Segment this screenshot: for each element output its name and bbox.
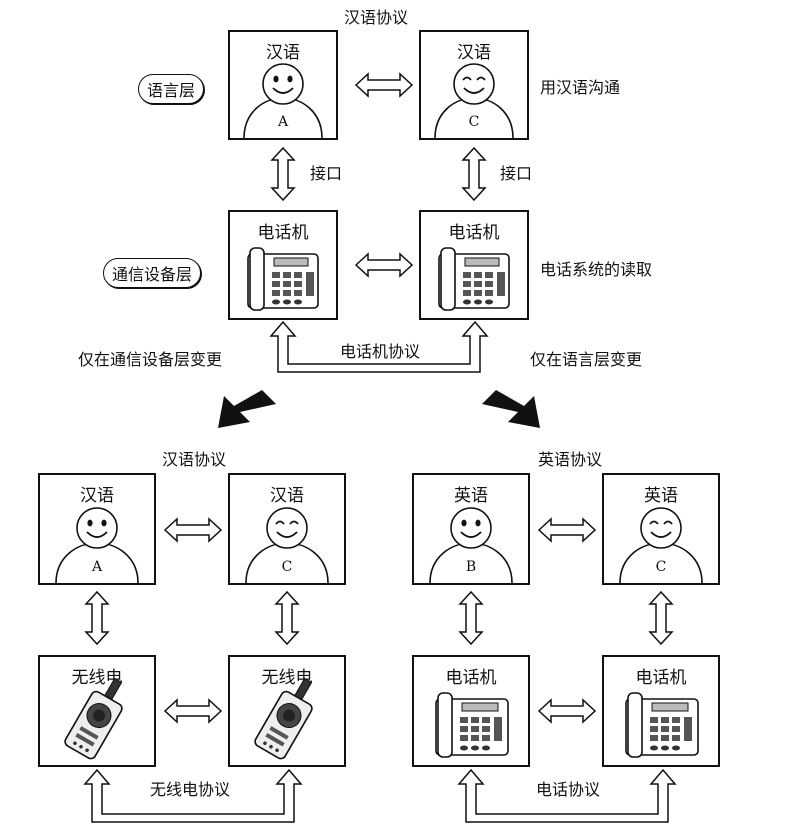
u-arrow-radio-protocol	[83, 768, 303, 823]
person-smiling-icon	[245, 507, 329, 583]
box-title: 无线电	[71, 668, 123, 688]
box-title: 汉语	[270, 486, 304, 506]
person-letter: C	[655, 559, 667, 575]
desk-phone-icon	[247, 247, 319, 311]
box-title: 电话机	[448, 223, 500, 243]
person-happy-icon	[429, 507, 513, 583]
diagonal-arrow-left	[218, 390, 276, 428]
double-arrow-horizontal	[355, 73, 413, 97]
double-arrow-vertical	[649, 591, 673, 645]
br-left-phone-box: 电话机	[412, 655, 530, 767]
double-arrow-vertical	[275, 591, 299, 645]
bl-right-person-box: 汉语 C	[228, 473, 346, 585]
br-left-person-box: 英语 B	[412, 473, 530, 585]
interface-label-right: 接口	[500, 164, 533, 183]
walkie-talkie-icon	[64, 677, 123, 760]
caption-right: 仅在语言层变更	[530, 350, 643, 369]
double-arrow-horizontal	[164, 518, 222, 542]
person-letter: A	[277, 114, 289, 130]
desk-phone-icon	[438, 247, 510, 311]
top-right-phone-box: 电话机	[419, 210, 529, 320]
caption-left: 仅在通信设备层变更	[78, 350, 223, 369]
double-arrow-horizontal	[538, 699, 596, 723]
layer-label-device: 通信设备层	[103, 258, 202, 288]
top-protocol-label: 汉语协议	[344, 8, 409, 27]
box-title: 英语	[454, 486, 488, 506]
interface-label-left: 接口	[310, 164, 343, 183]
bottom-right-protocol-label: 英语协议	[538, 450, 603, 469]
box-title: 汉语	[80, 486, 114, 506]
radio-protocol-label: 无线电协议	[150, 780, 231, 799]
u-arrow-phone-protocol-bottom	[457, 768, 677, 823]
person-letter: C	[281, 559, 293, 575]
double-arrow-vertical	[462, 147, 486, 201]
walkie-talkie-icon	[254, 677, 313, 760]
double-arrow-horizontal	[355, 253, 413, 277]
diagonal-arrow-right	[482, 390, 540, 428]
person-smiling-icon	[434, 63, 514, 138]
person-happy-icon	[55, 507, 139, 583]
phone-protocol-label-bottom: 电话协议	[536, 780, 601, 799]
top-right-person-box: 汉语 C	[419, 30, 529, 140]
box-title: 英语	[644, 486, 678, 506]
box-title: 电话机	[257, 223, 309, 243]
top-left-person-box: 汉语 A	[228, 30, 338, 140]
br-right-phone-box: 电话机	[602, 655, 720, 767]
person-smiling-icon	[619, 507, 703, 583]
double-arrow-horizontal	[538, 518, 596, 542]
desk-phone-icon	[625, 692, 699, 758]
double-arrow-vertical	[85, 591, 109, 645]
layer-label-language: 语言层	[138, 74, 205, 104]
phone-protocol-label: 电话机协议	[340, 342, 421, 361]
top-left-phone-box: 电话机	[228, 210, 338, 320]
u-arrow-phone-protocol	[269, 320, 489, 373]
double-arrow-vertical	[459, 591, 483, 645]
person-letter: B	[465, 559, 477, 575]
br-right-person-box: 英语 C	[602, 473, 720, 585]
person-happy-icon	[243, 63, 323, 138]
phone-note: 电话系统的读取	[540, 260, 653, 279]
bl-left-person-box: 汉语 A	[38, 473, 156, 585]
box-title: 无线电	[261, 668, 313, 688]
box-title: 电话机	[635, 668, 687, 688]
person-letter: A	[91, 559, 103, 575]
double-arrow-vertical	[271, 147, 295, 201]
bl-left-radio-box: 无线电	[38, 655, 156, 767]
box-title: 电话机	[445, 668, 497, 688]
bottom-left-protocol-label: 汉语协议	[162, 450, 227, 469]
desk-phone-icon	[435, 692, 509, 758]
bl-right-radio-box: 无线电	[228, 655, 346, 767]
double-arrow-horizontal	[164, 699, 222, 723]
box-title: 汉语	[266, 43, 300, 63]
box-title: 汉语	[457, 43, 491, 63]
person-letter: C	[468, 114, 480, 130]
language-note: 用汉语沟通	[540, 78, 621, 97]
